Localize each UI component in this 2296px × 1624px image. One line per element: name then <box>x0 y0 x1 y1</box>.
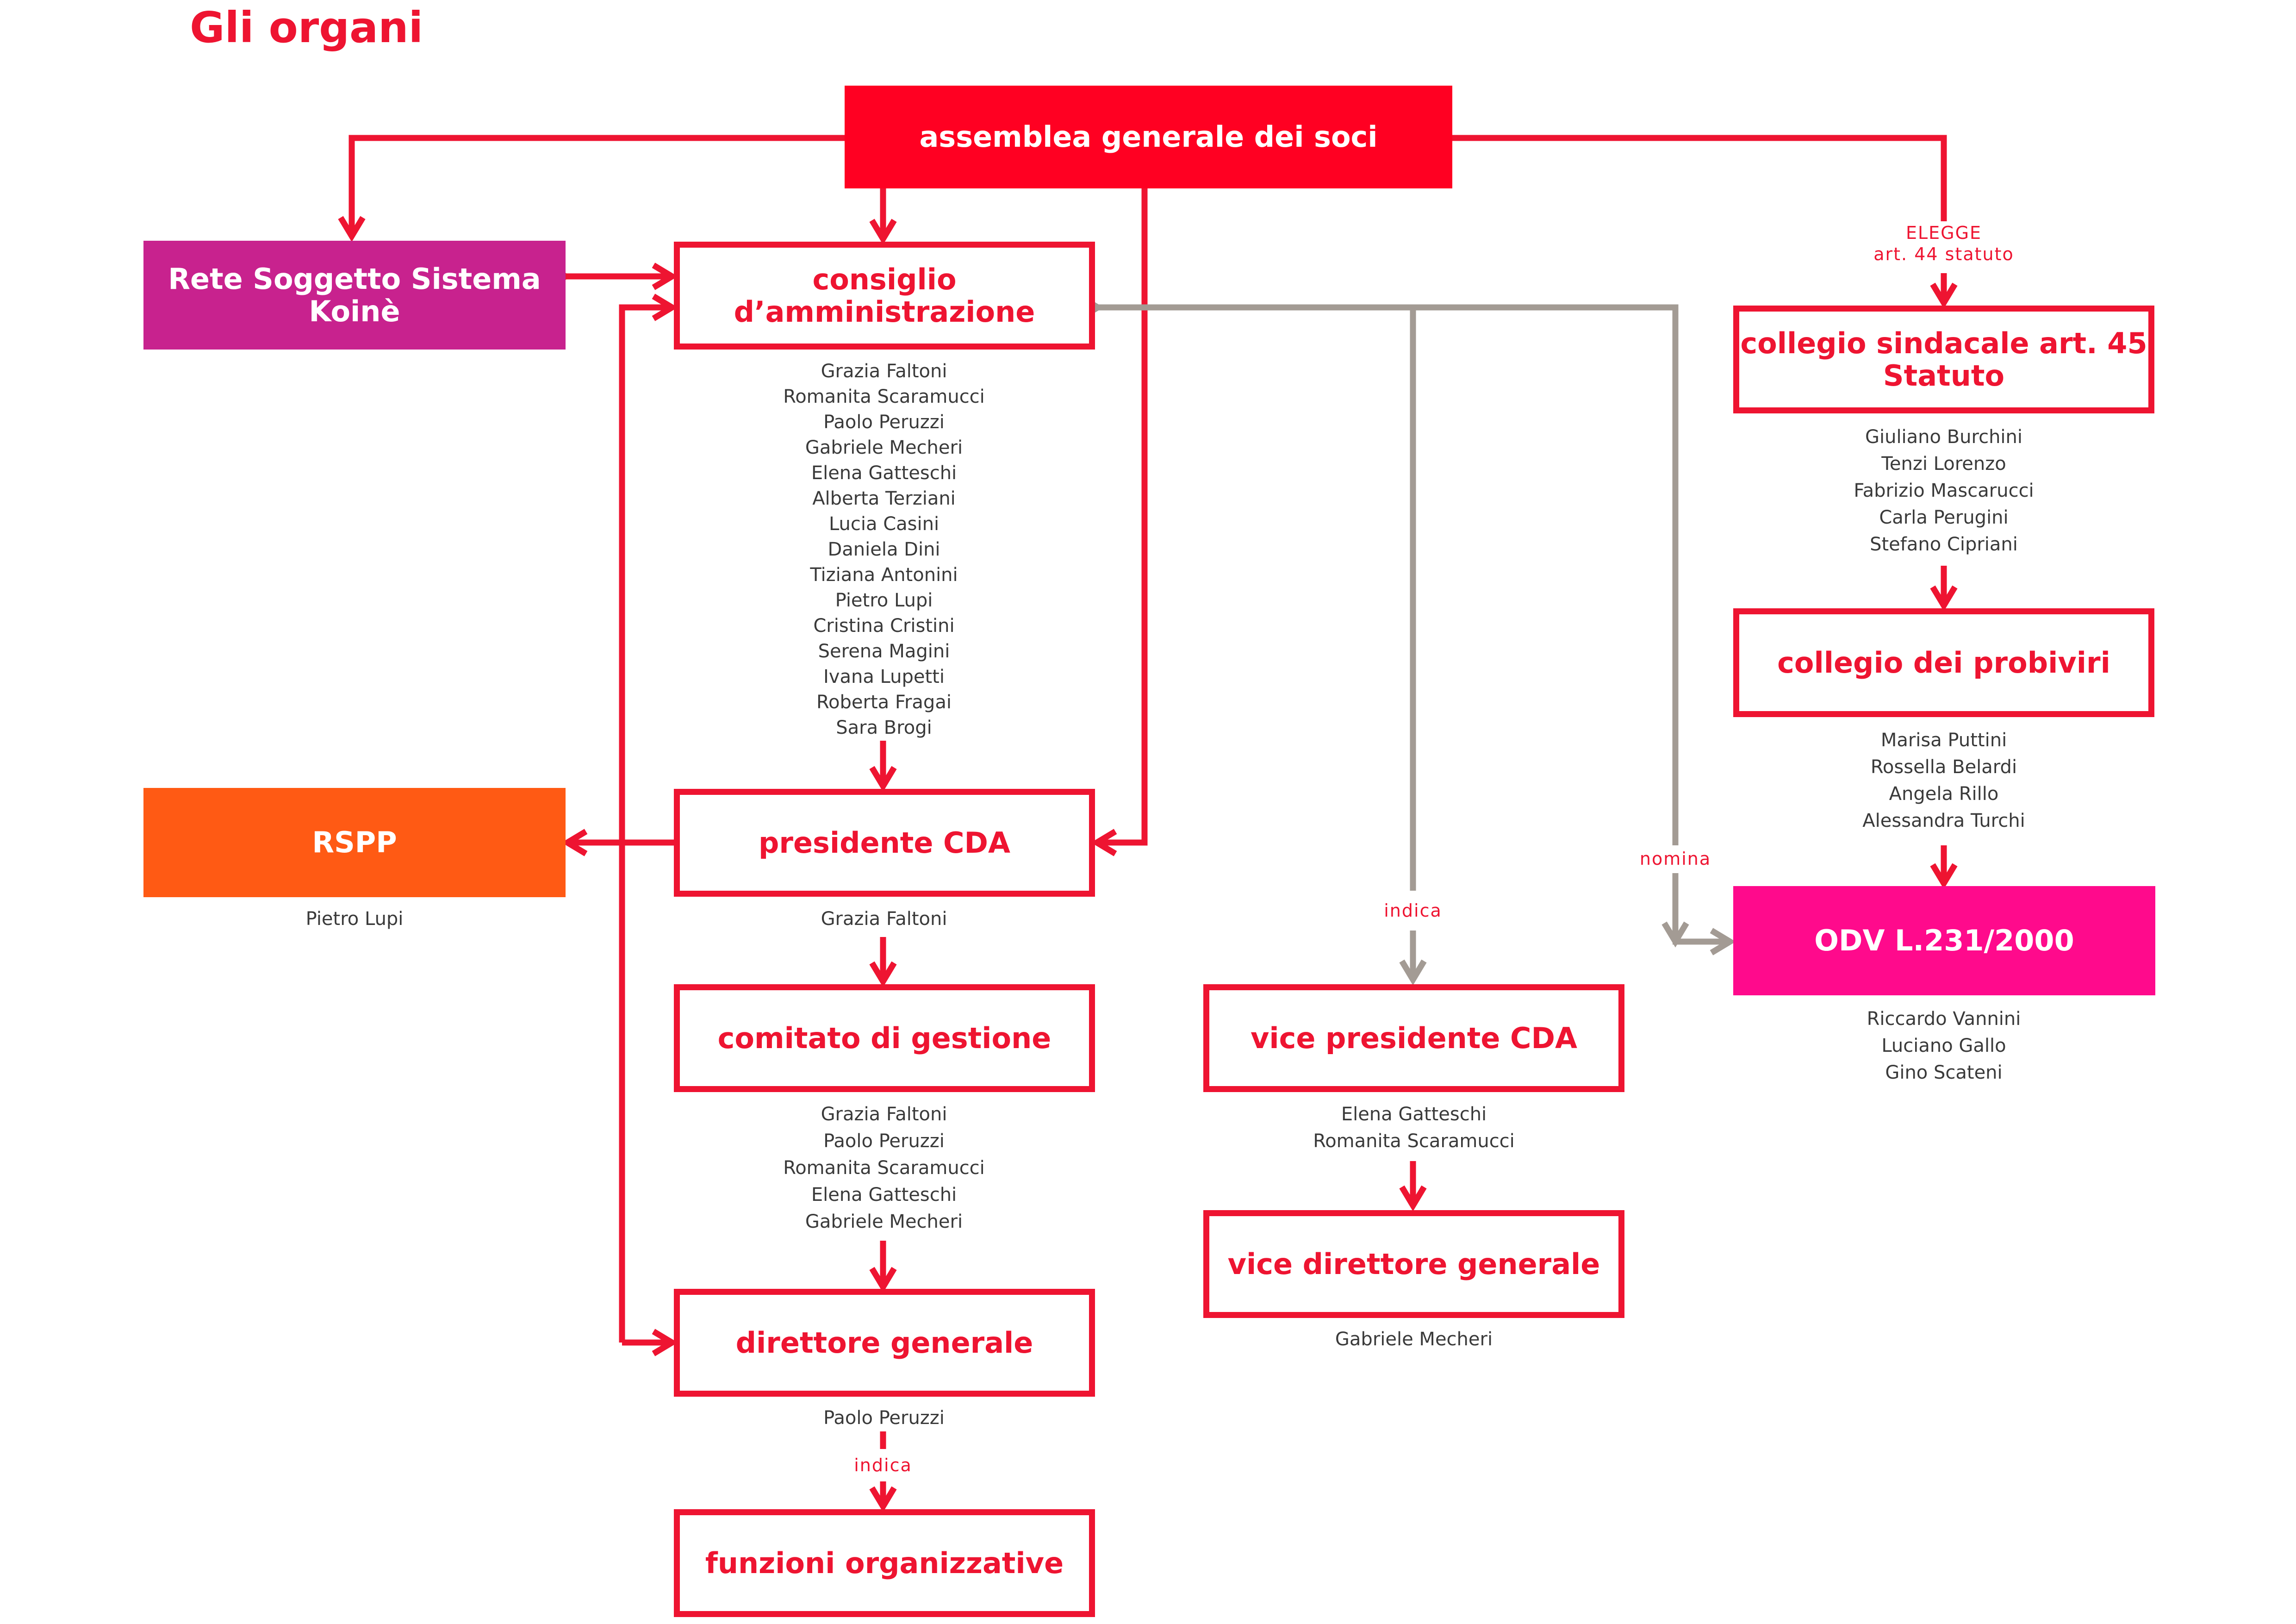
elegge-ref-text: art. 44 statuto <box>1873 244 2014 264</box>
member-name: Fabrizio Mascarucci <box>1854 480 2034 501</box>
member-name: Pietro Lupi <box>305 908 404 930</box>
rspp-label: RSPP <box>312 825 397 860</box>
direttore-box[interactable]: direttore generale <box>674 1289 1095 1397</box>
vice-direttore-members: Gabriele Mecheri <box>1224 1327 1604 1352</box>
collegio-probiviri-label: collegio dei probiviri <box>1777 645 2110 680</box>
member-name: Gabriele Mecheri <box>805 1211 963 1232</box>
member-name: Serena Magini <box>818 641 950 662</box>
comitato-members: Grazia Faltoni Paolo Peruzzi Romanita Sc… <box>694 1101 1074 1235</box>
member-name: Paolo Peruzzi <box>823 1407 945 1429</box>
member-name: Paolo Peruzzi <box>823 412 945 433</box>
member-name: Grazia Faltoni <box>821 908 947 930</box>
member-name: Romanita Scaramucci <box>1313 1131 1515 1152</box>
member-name: Alessandra Turchi <box>1862 810 2025 831</box>
member-name: Elena Gatteschi <box>1341 1104 1487 1125</box>
nomina-label: nomina <box>1629 848 1722 869</box>
presidente-box[interactable]: presidente CDA <box>674 789 1095 897</box>
vice-presidente-members: Elena Gatteschi Romanita Scaramucci <box>1224 1101 1604 1155</box>
assemblea-box[interactable]: assemblea generale dei soci <box>845 86 1452 188</box>
member-name: Giuliano Burchini <box>1865 426 2023 448</box>
rete-box[interactable]: Rete Soggetto Sistema Koinè <box>143 241 566 350</box>
indica-funzioni-label: indica <box>854 1455 912 1475</box>
member-name: Daniela Dini <box>828 539 940 560</box>
vice-presidente-label: vice presidente CDA <box>1250 1021 1577 1055</box>
member-name: Ivana Lupetti <box>823 666 945 687</box>
consiglio-members: Grazia Faltoni Romanita Scaramucci Paolo… <box>694 359 1074 741</box>
funzioni-box[interactable]: funzioni organizzative <box>674 1509 1095 1617</box>
member-name: Grazia Faltoni <box>821 1104 947 1125</box>
member-name: Marisa Puttini <box>1880 730 2007 751</box>
collegio-probiviri-members: Marisa Puttini Rossella Belardi Angela R… <box>1754 727 2134 834</box>
direttore-label: direttore generale <box>735 1325 1033 1360</box>
direttore-members: Paolo Peruzzi <box>694 1405 1074 1431</box>
presidente-label: presidente CDA <box>759 825 1010 860</box>
vice-direttore-box[interactable]: vice direttore generale <box>1203 1210 1624 1318</box>
edge-assemblea-presidente <box>1091 185 1148 856</box>
comitato-box[interactable]: comitato di gestione <box>674 984 1095 1092</box>
elegge-text: ELEGGE <box>1905 223 1982 243</box>
member-name: Luciano Gallo <box>1881 1035 2006 1056</box>
vice-presidente-box[interactable]: vice presidente CDA <box>1203 984 1624 1092</box>
comitato-label: comitato di gestione <box>717 1021 1052 1055</box>
member-name: Gabriele Mecheri <box>805 437 963 458</box>
member-name: Angela Rillo <box>1889 783 1999 805</box>
odv-label: ODV L.231/2000 <box>1814 924 2074 958</box>
elegge-label: ELEGGE art. 44 statuto <box>1828 222 2060 265</box>
rspp-box[interactable]: RSPP <box>143 788 566 897</box>
member-name: Gabriele Mecheri <box>1335 1329 1493 1350</box>
member-name: Stefano Cipriani <box>1870 534 2018 555</box>
member-name: Tiziana Antonini <box>810 564 958 586</box>
edge-assemblea-collegio-sindacale <box>1452 135 1947 221</box>
consiglio-box[interactable]: consiglio d’amministrazione <box>674 242 1095 350</box>
presidente-members: Grazia Faltoni <box>694 906 1074 932</box>
odv-box[interactable]: ODV L.231/2000 <box>1733 886 2155 995</box>
member-name: Riccardo Vannini <box>1867 1008 2021 1030</box>
member-name: Paolo Peruzzi <box>823 1131 945 1152</box>
consiglio-label: consiglio d’amministrazione <box>734 262 1035 329</box>
collegio-probiviri-box[interactable]: collegio dei probiviri <box>1733 608 2154 717</box>
funzioni-label: funzioni organizzative <box>705 1546 1064 1580</box>
member-name: Grazia Faltoni <box>821 361 947 382</box>
member-name: Rossella Belardi <box>1870 756 2017 778</box>
member-name: Lucia Casini <box>828 513 940 535</box>
member-name: Alberta Terziani <box>812 488 956 509</box>
indica-vice-label: indica <box>1367 900 1459 921</box>
member-name: Elena Gatteschi <box>811 462 957 484</box>
member-name: Cristina Cristini <box>813 615 955 637</box>
edge-assemblea-rete <box>338 135 845 242</box>
rspp-members: Pietro Lupi <box>143 906 566 932</box>
member-name: Pietro Lupi <box>835 590 933 611</box>
rete-label: Rete Soggetto Sistema Koinè <box>168 262 541 328</box>
collegio-sindacale-members: Giuliano Burchini Tenzi Lorenzo Fabrizio… <box>1754 424 2134 558</box>
collegio-sindacale-box[interactable]: collegio sindacale art. 45 Statuto <box>1733 306 2154 413</box>
member-name: Elena Gatteschi <box>811 1184 957 1206</box>
vice-direttore-label: vice direttore generale <box>1227 1247 1600 1281</box>
member-name: Romanita Scaramucci <box>783 386 985 407</box>
member-name: Sara Brogi <box>836 717 932 738</box>
assemblea-label: assemblea generale dei soci <box>919 120 1378 154</box>
edge-bus-consiglio <box>619 294 678 1343</box>
collegio-sindacale-label: collegio sindacale art. 45 Statuto <box>1740 326 2147 393</box>
member-name: Gino Scateni <box>1885 1062 2003 1083</box>
member-name: Roberta Fragai <box>816 692 952 713</box>
member-name: Carla Perugini <box>1879 507 2009 528</box>
page-title: Gli organi <box>190 3 423 52</box>
edge-gray-bus <box>1077 294 1679 845</box>
member-name: Romanita Scaramucci <box>783 1157 985 1179</box>
odv-members: Riccardo Vannini Luciano Gallo Gino Scat… <box>1754 1006 2134 1086</box>
member-name: Tenzi Lorenzo <box>1881 453 2006 475</box>
